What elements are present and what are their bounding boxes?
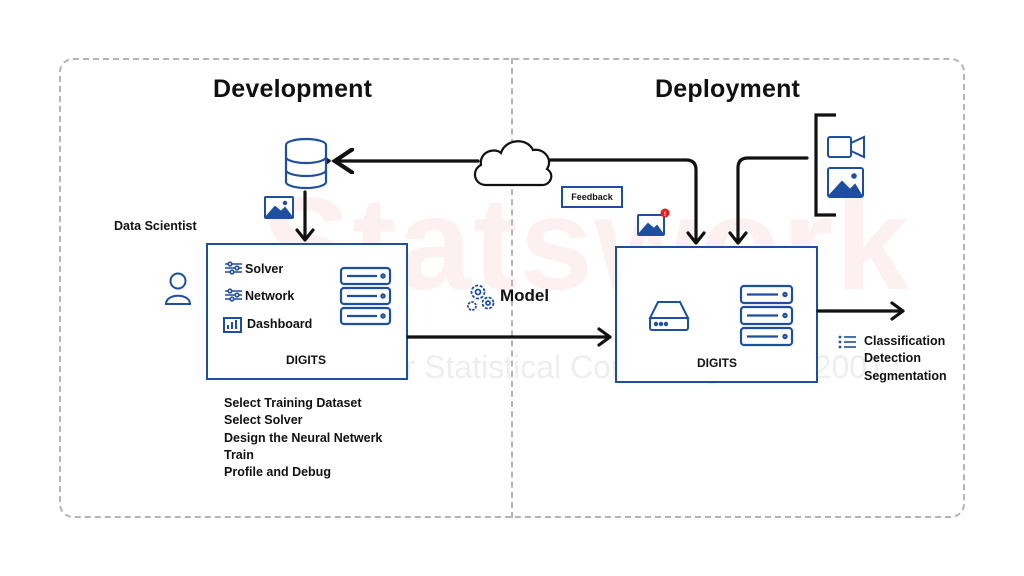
user-icon bbox=[164, 272, 192, 305]
image-notification-icon bbox=[637, 214, 665, 236]
step-item: Profile and Debug bbox=[224, 465, 331, 480]
data-scientist-label: Data Scientist bbox=[114, 219, 197, 233]
arrow-head-down bbox=[686, 231, 706, 245]
gears-icon bbox=[467, 284, 495, 311]
bar-chart-icon bbox=[223, 317, 242, 333]
menu-network-label: Network bbox=[245, 289, 295, 303]
image-icon bbox=[827, 167, 864, 198]
sliders-icon bbox=[225, 288, 242, 302]
cloud-icon bbox=[473, 140, 553, 187]
arrow-camera-input-line bbox=[736, 156, 809, 242]
output-item: Classification bbox=[864, 334, 946, 348]
database-icon bbox=[284, 137, 328, 190]
notification-dot bbox=[660, 208, 670, 218]
deployment-outputs-list: Classification Detection Segmentation bbox=[864, 333, 947, 385]
arrow-head-right bbox=[597, 327, 612, 347]
server-stack-icon bbox=[339, 266, 392, 326]
server-stack-icon bbox=[739, 284, 794, 347]
development-title: Development bbox=[213, 75, 373, 103]
arrow-head-right bbox=[890, 301, 905, 321]
arrow-head-down bbox=[295, 228, 315, 242]
video-camera-icon bbox=[827, 135, 865, 159]
list-icon bbox=[838, 335, 856, 349]
output-item: Segmentation bbox=[864, 368, 947, 383]
menu-solver-label: Solver bbox=[245, 262, 284, 276]
arrow-head-down bbox=[728, 231, 748, 245]
output-item: Detection bbox=[864, 351, 921, 366]
deploy-digits-label: DIGITS bbox=[697, 356, 738, 370]
development-steps-list: Select Training Dataset Select Solver De… bbox=[224, 395, 382, 481]
model-label: Model bbox=[500, 286, 550, 305]
notification-count: ! bbox=[664, 212, 666, 218]
step-item: Train bbox=[224, 447, 254, 462]
feedback-badge: Feedback bbox=[561, 186, 623, 208]
menu-dashboard-label: Dashboard bbox=[247, 317, 313, 331]
input-bracket bbox=[814, 113, 836, 217]
image-icon bbox=[264, 196, 294, 219]
storage-drive-icon bbox=[648, 301, 690, 331]
sliders-icon bbox=[225, 261, 242, 275]
arrow-feedback-line bbox=[544, 158, 698, 242]
section-divider bbox=[511, 58, 513, 518]
step-item: Design the Neural Netwerk bbox=[224, 430, 383, 445]
step-item: Select Solver bbox=[224, 413, 303, 428]
deployment-title: Deployment bbox=[655, 75, 801, 103]
step-item: Select Training Dataset bbox=[224, 396, 362, 410]
dev-digits-label: DIGITS bbox=[286, 353, 327, 367]
